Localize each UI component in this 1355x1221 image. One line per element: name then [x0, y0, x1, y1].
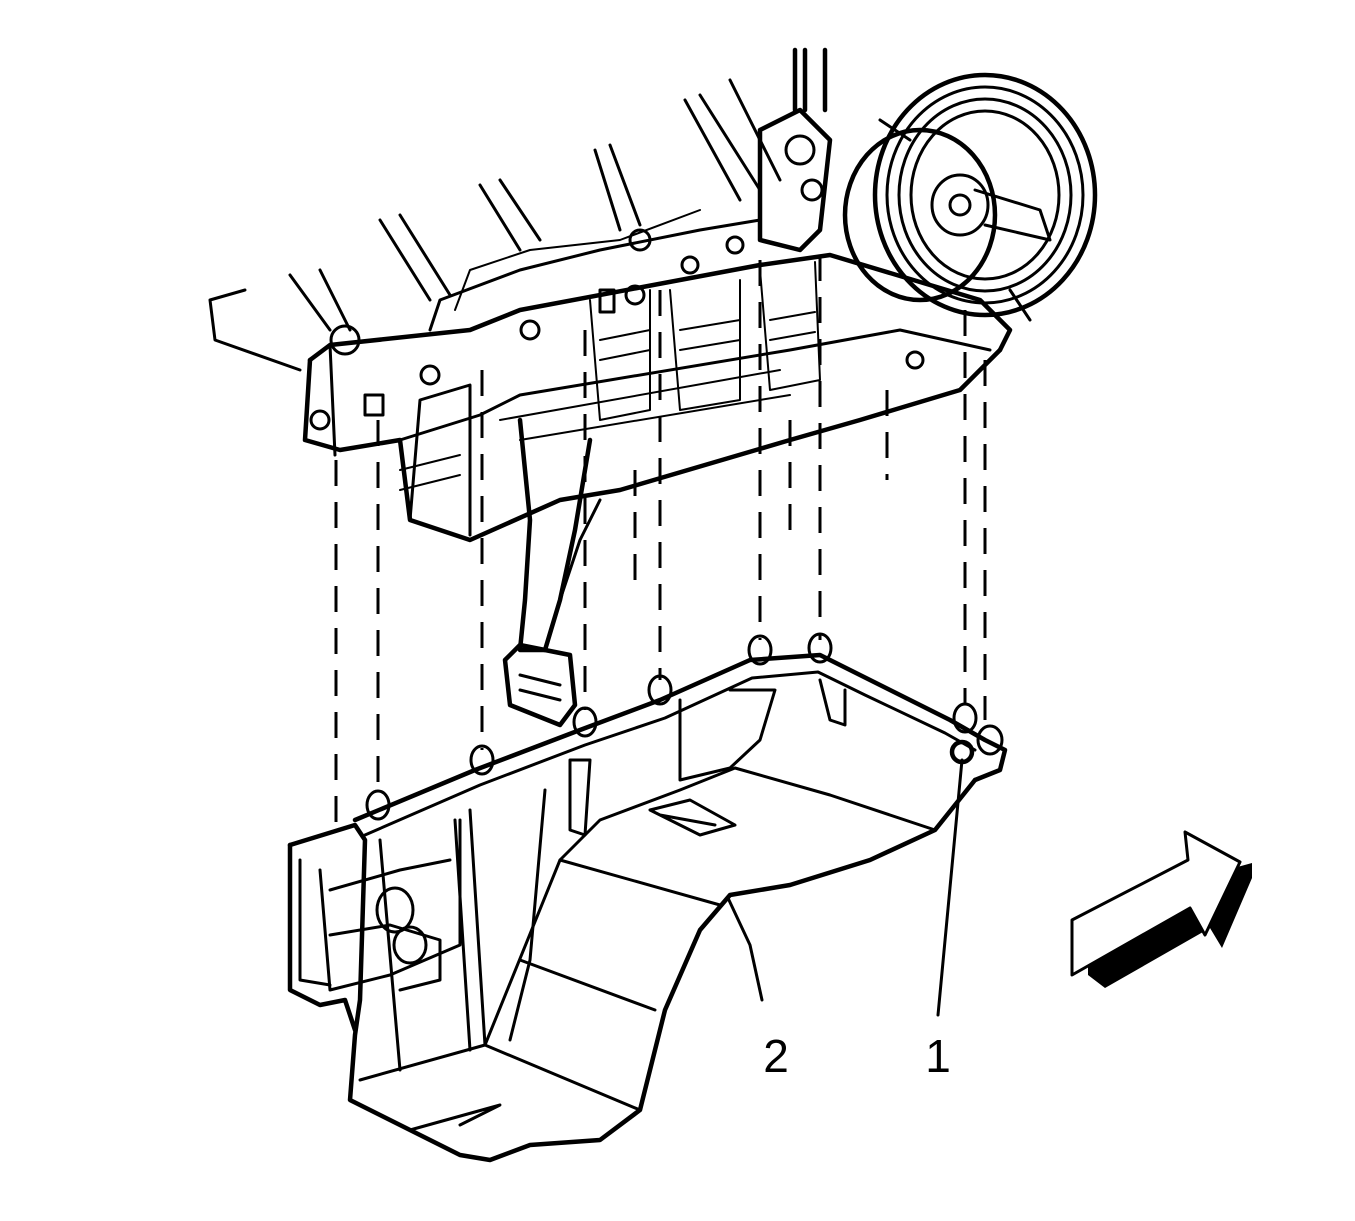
engine-block — [208, 47, 1013, 728]
crankshaft-pulley — [842, 72, 1098, 322]
oil-pan-bolts — [365, 632, 1004, 821]
callout-1-label: 1 — [925, 1030, 951, 1082]
bolt-alignment-lines — [334, 255, 987, 830]
front-direction-arrow-icon — [1070, 830, 1252, 988]
callout-2: 2 — [726, 896, 789, 1082]
callout-1: 1 — [925, 758, 964, 1082]
callout-2-label: 2 — [763, 1030, 789, 1082]
oil-pan — [287, 632, 1008, 1163]
